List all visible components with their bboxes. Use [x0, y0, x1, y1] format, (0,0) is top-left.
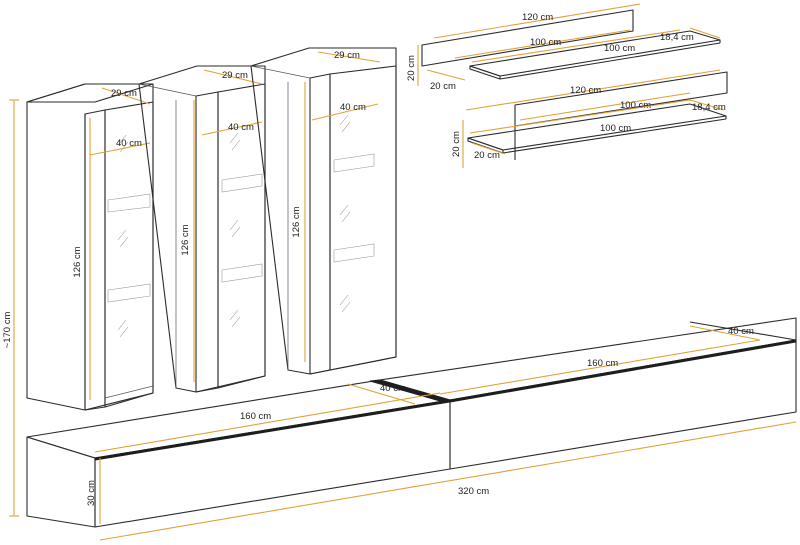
cabinet-3-depth-label: 29 cm [334, 50, 360, 61]
cabinet-2-width-label: 40 cm [228, 122, 254, 133]
shelf-2-depth-label: 18,4 cm [692, 102, 726, 113]
tv-left-length-label: 160 cm [240, 411, 271, 422]
shelf-1-side-label: 20 cm [430, 81, 456, 92]
shelf-2-back-inner-label: 100 cm [620, 100, 651, 111]
wall-shelf-1: 120 cm 100 cm 100 cm 18,4 cm 20 cm 20 cm [406, 3, 721, 92]
cabinet-2-depth-label: 29 cm [222, 70, 248, 81]
cabinet-3-height-label: 126 cm [291, 206, 302, 237]
cabinet-1-height-label: 126 cm [72, 246, 83, 277]
shelf-2-height-label: 20 cm [451, 131, 462, 157]
shelf-1-back-length-label: 120 cm [522, 12, 553, 23]
cabinet-3-width-label: 40 cm [340, 102, 366, 113]
tv-right-length-label: 160 cm [587, 358, 618, 369]
cabinet-1-width-label: 40 cm [116, 138, 142, 149]
tv-unit: 160 cm 40 cm 160 cm 40 cm 30 cm 320 cm [26, 317, 797, 541]
tv-right-depth-label: 40 cm [728, 326, 754, 337]
cabinet-2: 29 cm 40 cm 126 cm [138, 65, 266, 393]
cabinet-3: 29 cm 40 cm 126 cm [250, 47, 397, 375]
overall-height-label: ~170 cm [2, 312, 13, 349]
shelf-1-height-label: 20 cm [406, 55, 417, 81]
overall-height-dimension: ~170 cm [2, 99, 19, 517]
shelf-2-back-length-label: 120 cm [570, 85, 601, 96]
cabinet-1: 29 cm 40 cm 126 cm [26, 83, 154, 411]
shelf-1-depth-label: 18,4 cm [660, 32, 694, 43]
cabinet-1-depth-label: 29 cm [111, 88, 137, 99]
shelf-2-side-label: 20 cm [474, 150, 500, 161]
shelf-1-back-inner-label: 100 cm [530, 37, 561, 48]
tv-total-length-label: 320 cm [458, 486, 489, 497]
shelf-2-front-length-label: 100 cm [600, 123, 631, 134]
wall-shelf-2: 120 cm 100 cm 100 cm 18,4 cm 20 cm 20 cm [451, 69, 728, 168]
tv-left-depth-label: 40 cm [380, 383, 406, 394]
cabinet-2-height-label: 126 cm [180, 224, 191, 255]
shelf-1-front-length-label: 100 cm [604, 43, 635, 54]
tv-height-label: 30 cm [86, 480, 97, 506]
